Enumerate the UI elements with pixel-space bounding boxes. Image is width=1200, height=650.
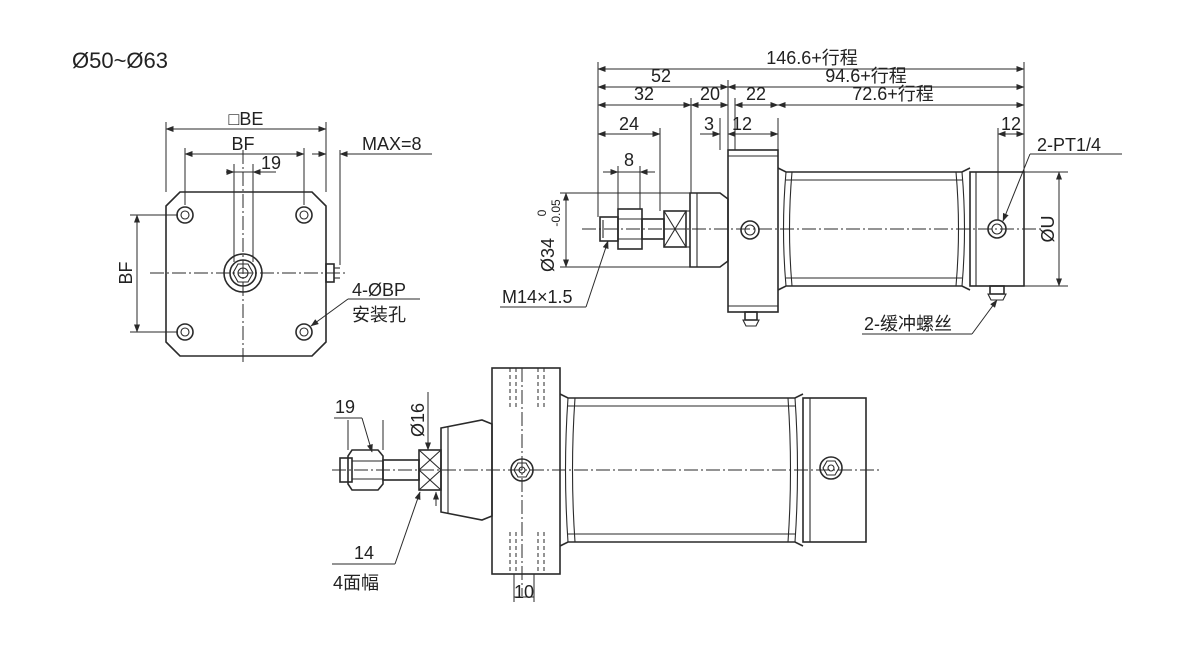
front-view: □BE BF 19 MAX=8 BF 4-ØBP 安装孔 xyxy=(116,109,432,362)
top-rear-cap xyxy=(802,397,867,543)
front-head xyxy=(727,149,779,313)
dim-52: 52 xyxy=(651,66,671,86)
dim-72: 72.6+行程 xyxy=(852,84,934,104)
dim-14: 14 xyxy=(354,543,374,563)
port-callout: 2-PT1/4 xyxy=(1037,135,1101,155)
front-cushion xyxy=(744,311,758,321)
dim-3: 3 xyxy=(704,114,714,134)
flange-outline xyxy=(165,191,327,357)
thread-callout: M14×1.5 xyxy=(502,287,573,307)
side-view: 146.6+行程 52 94.6+行程 32 20 22 72.6+行程 24 … xyxy=(500,48,1122,335)
mounting-hole-tr xyxy=(295,206,313,224)
front-port xyxy=(740,220,760,240)
cushion-callout: 2-缓冲螺丝 xyxy=(864,314,952,334)
top-lock-nut xyxy=(347,449,384,491)
dim-8: 8 xyxy=(624,150,634,170)
dim-94: 94.6+行程 xyxy=(825,66,907,86)
tol-upper: 0 xyxy=(535,209,549,216)
dim-bf-top: BF xyxy=(231,134,254,154)
mounting-hole-tl xyxy=(176,206,194,224)
barrel-top xyxy=(777,167,971,173)
series-title: Ø50~Ø63 xyxy=(72,48,168,73)
dim-max8: MAX=8 xyxy=(362,134,422,154)
dim-12a: 12 xyxy=(732,114,752,134)
rod-bushing xyxy=(689,192,729,268)
tol-lower: -0.05 xyxy=(549,199,563,227)
rear-cushion xyxy=(989,285,1005,295)
cushion-stub xyxy=(325,263,335,283)
barrel-bottom xyxy=(777,285,971,291)
dim-20: 20 xyxy=(700,84,720,104)
mounting-hole-bl xyxy=(176,323,194,341)
flats-note: 4面幅 xyxy=(333,573,379,593)
dim-12b: 12 xyxy=(1001,114,1021,134)
dim-19-front: 19 xyxy=(261,153,281,173)
dim-bore-u: ØU xyxy=(1038,216,1058,243)
dim-10: 10 xyxy=(514,582,534,602)
dim-bf-side: BF xyxy=(116,261,136,284)
top-view: 19 Ø16 14 4面幅 10 xyxy=(332,367,880,602)
dim-32: 32 xyxy=(634,84,654,104)
rod-end-hex xyxy=(223,253,263,293)
dim-19-top: 19 xyxy=(335,397,355,417)
dim-overall: 146.6+行程 xyxy=(766,48,858,68)
dim-16: Ø16 xyxy=(408,403,428,437)
top-front-head xyxy=(491,367,561,575)
hole-callout: 4-ØBP xyxy=(352,280,406,300)
dim-be: □BE xyxy=(229,109,264,129)
dim-24: 24 xyxy=(619,114,639,134)
dim-rod-dia: Ø34 xyxy=(538,238,558,272)
rear-port xyxy=(987,219,1007,239)
hole-note: 安装孔 xyxy=(352,305,406,325)
mounting-hole-br xyxy=(295,323,313,341)
dim-22: 22 xyxy=(746,84,766,104)
